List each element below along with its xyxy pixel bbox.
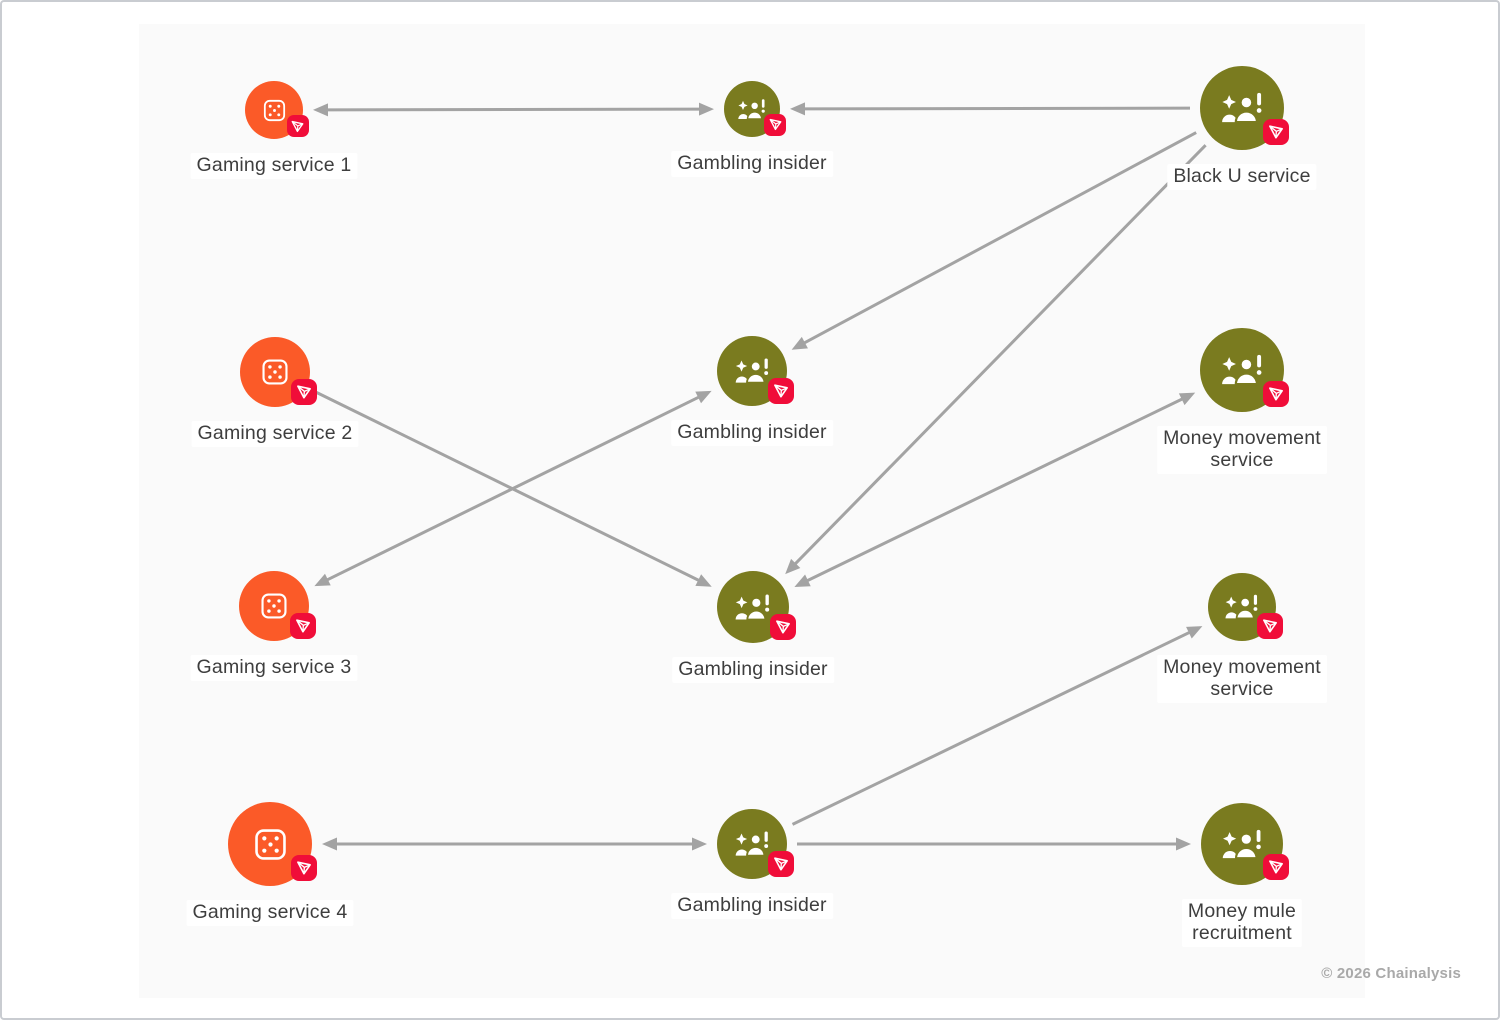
node-gaming-service-4-label: Gaming service 4 xyxy=(186,900,354,926)
tron-logo xyxy=(1269,124,1284,139)
tron-badge-icon xyxy=(1262,854,1289,880)
tron-badge-icon xyxy=(286,115,309,138)
tron-badge-icon xyxy=(1263,118,1290,145)
people-alert-icon xyxy=(735,831,768,857)
tron-badge-icon xyxy=(764,113,786,136)
node-gaming-service-1-label: Gaming service 1 xyxy=(190,153,358,179)
node-money-movement-service-1[interactable] xyxy=(1200,328,1290,412)
tron-badge-icon xyxy=(291,854,318,881)
tron-logo xyxy=(1262,619,1277,633)
tron-logo xyxy=(296,384,311,399)
node-gaming-service-2-label: Gaming service 2 xyxy=(191,421,359,447)
dice-icon xyxy=(254,828,286,860)
node-gaming-service-3[interactable] xyxy=(239,571,316,641)
tron-logo xyxy=(773,856,788,871)
dice-icon xyxy=(261,593,287,619)
tron-badge-icon xyxy=(767,850,794,877)
tron-badge-icon xyxy=(769,614,796,641)
tron-badge-icon xyxy=(767,377,794,404)
node-gambling-insider-3-label: Gambling insider xyxy=(672,657,834,683)
people-alert-icon xyxy=(735,358,768,384)
node-gaming-service-1[interactable] xyxy=(245,81,309,139)
tron-badge-icon xyxy=(1263,380,1290,407)
node-gambling-insider-1-label: Gambling insider xyxy=(671,151,833,177)
node-money-movement-service-2[interactable] xyxy=(1208,573,1283,641)
tron-logo xyxy=(295,618,310,633)
people-alert-icon xyxy=(1225,594,1258,620)
people-alert-icon xyxy=(738,98,765,120)
tron-badge-icon xyxy=(290,378,317,405)
node-black-u-service-label: Black U service xyxy=(1167,164,1317,190)
tron-logo xyxy=(1269,386,1284,401)
tron-logo xyxy=(773,383,788,398)
tron-logo xyxy=(1268,860,1283,874)
people-alert-icon xyxy=(1221,92,1261,124)
node-money-mule-recruitment[interactable] xyxy=(1201,803,1289,885)
node-gaming-service-2[interactable] xyxy=(240,337,317,407)
tron-logo xyxy=(291,120,304,132)
copyright: © 2026 Chainalysis xyxy=(1321,965,1461,982)
node-money-mule-recruitment-label: Money mule recruitment xyxy=(1181,899,1303,947)
dice-icon xyxy=(262,359,288,385)
node-black-u-service[interactable] xyxy=(1200,66,1290,150)
people-alert-icon xyxy=(735,594,770,620)
node-gambling-insider-3[interactable] xyxy=(717,571,796,643)
node-gambling-insider-2[interactable] xyxy=(717,336,794,406)
people-alert-icon xyxy=(1221,354,1261,386)
node-gaming-service-3-label: Gaming service 3 xyxy=(190,655,358,681)
node-money-movement-service-1-label: Money movement service xyxy=(1157,426,1327,474)
tron-logo xyxy=(297,860,312,875)
node-money-movement-service-2-label: Money movement service xyxy=(1157,655,1327,703)
node-gaming-service-4[interactable] xyxy=(228,802,318,886)
tron-logo xyxy=(775,620,790,634)
tron-badge-icon xyxy=(289,612,316,639)
node-gambling-insider-4-label: Gambling insider xyxy=(671,893,833,919)
people-alert-icon xyxy=(1222,829,1261,859)
node-gambling-insider-4[interactable] xyxy=(717,809,794,879)
node-gambling-insider-1[interactable] xyxy=(724,81,786,137)
tron-logo xyxy=(769,119,781,131)
node-gambling-insider-2-label: Gambling insider xyxy=(671,420,833,446)
tron-badge-icon xyxy=(1256,613,1283,639)
dice-icon xyxy=(263,99,285,121)
